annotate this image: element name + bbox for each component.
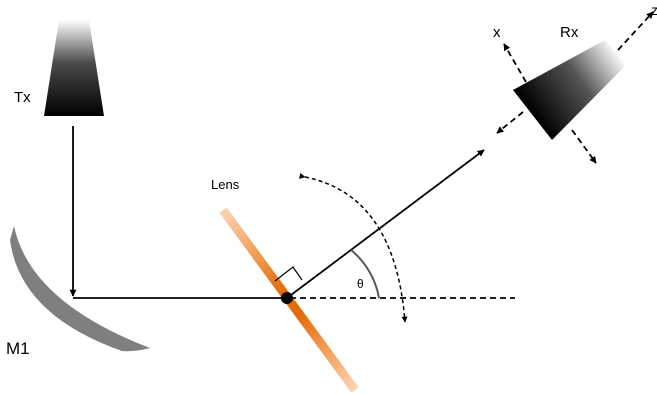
- lens-label: Lens: [211, 177, 240, 192]
- mirror-m1: [10, 226, 150, 352]
- rotation-arc: [299, 172, 408, 323]
- transmitter-horn: [44, 20, 104, 116]
- receiver-label: Rx: [560, 24, 579, 41]
- receiver-horn: [513, 40, 626, 140]
- mirror-label: M1: [6, 339, 30, 358]
- x-axis-label: x: [493, 24, 501, 41]
- lens-pivot-point: [281, 292, 293, 304]
- beam-lens-to-receiver: [286, 149, 485, 299]
- z-axis-label: z: [651, 2, 657, 18]
- right-angle-marker: [274, 266, 303, 282]
- theta-label: θ: [357, 277, 364, 291]
- receiver-x-axis-up: [503, 43, 527, 83]
- theta-angle-arc: [350, 249, 380, 299]
- receiver-x-axis-down: [571, 129, 597, 164]
- receiver-z-axis-back: [496, 111, 524, 134]
- receiver-z-axis-forward: [617, 11, 654, 51]
- transmitter-label: Tx: [14, 89, 31, 106]
